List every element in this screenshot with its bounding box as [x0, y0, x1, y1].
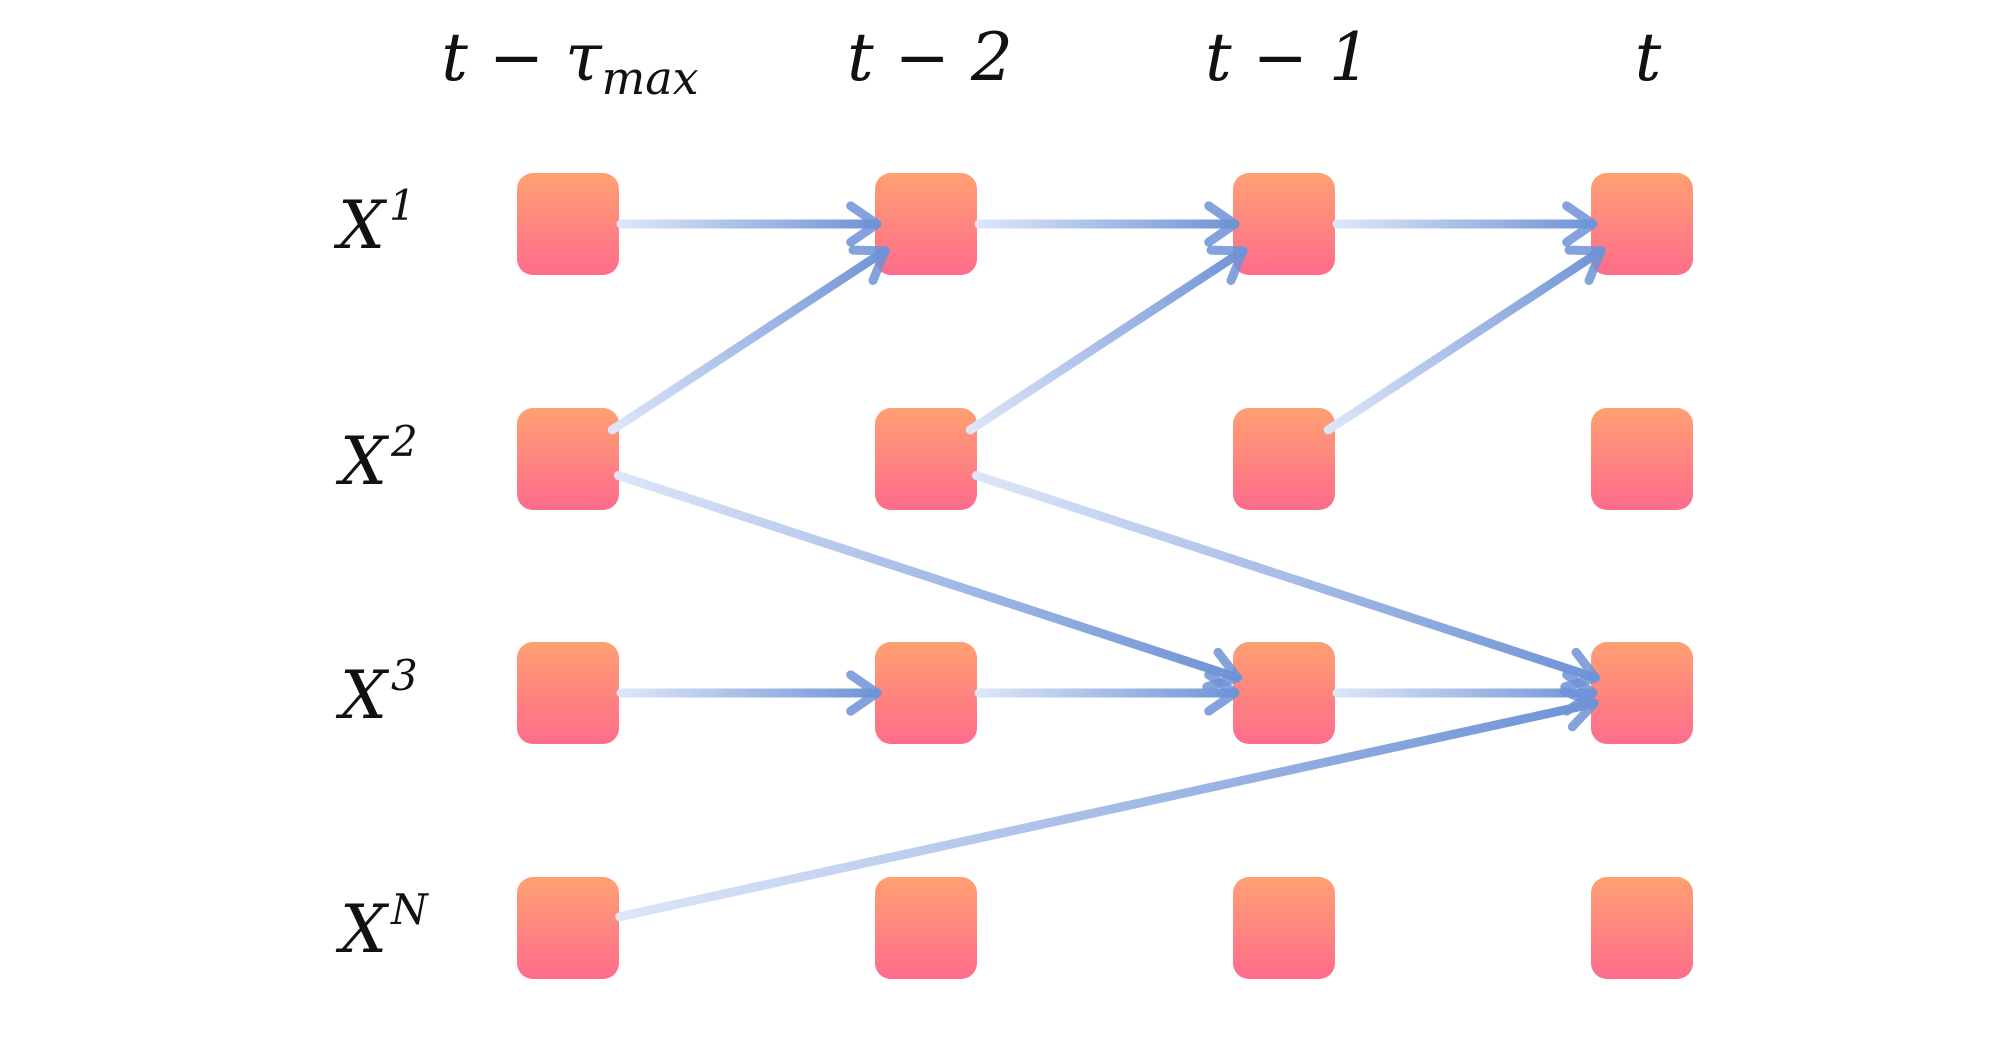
edge-line	[607, 246, 890, 435]
edge-r1c0-to-r0c1	[607, 245, 890, 435]
edge-arrowhead	[846, 201, 882, 247]
row-label-xn: XN	[335, 885, 429, 968]
edge-arrowhead	[1562, 201, 1598, 247]
edge-r2c2-to-r2c3	[1332, 670, 1598, 716]
column-label-t-minus-tau-max: t − τmax	[441, 19, 698, 105]
edge-line	[615, 698, 1599, 922]
node-r1-c2	[1233, 408, 1335, 510]
node-grid	[517, 173, 1693, 979]
node-r2-c0	[517, 642, 619, 744]
node-r1-c1	[875, 408, 977, 510]
edge-r3c0-to-r2c3	[615, 686, 1599, 922]
node-r1-c3	[1591, 408, 1693, 510]
node-r3-c0	[517, 877, 619, 979]
node-r2-c3	[1591, 642, 1693, 744]
edge-r2c0-to-r2c1	[616, 670, 882, 716]
edge-r0c0-to-r0c1	[616, 201, 882, 247]
node-r2-c2	[1233, 642, 1335, 744]
edge-arrowhead	[1564, 245, 1606, 286]
edge-r0c2-to-r0c3	[1332, 201, 1598, 247]
node-r0-c1	[875, 173, 977, 275]
node-r0-c2	[1233, 173, 1335, 275]
node-r3-c1	[875, 877, 977, 979]
edge-arrowhead	[1204, 201, 1240, 247]
edge-r0c1-to-r0c2	[974, 201, 1240, 247]
column-label-t-minus-1: t − 1	[1205, 19, 1371, 96]
node-r3-c2	[1233, 877, 1335, 979]
row-label-x2: X2	[335, 417, 418, 500]
edge-arrowhead	[848, 245, 890, 286]
row-label-x3: X3	[335, 651, 418, 734]
edge-arrowhead	[1560, 686, 1599, 732]
row-labels: X1 X2 X3 XN	[333, 181, 429, 968]
node-r0-c3	[1591, 173, 1693, 275]
edge-set	[607, 201, 1606, 922]
column-label-t: t	[1635, 19, 1662, 96]
node-r1-c0	[517, 408, 619, 510]
edge-line	[965, 246, 1248, 435]
edge-r1c2-to-r0c3	[1323, 245, 1606, 435]
node-r0-c0	[517, 173, 619, 275]
edge-r1c1-to-r0c2	[965, 245, 1248, 435]
edge-r2c1-to-r2c2	[974, 670, 1240, 716]
node-r3-c3	[1591, 877, 1693, 979]
column-labels: t − τmax t − 2 t − 1 t	[441, 19, 1661, 105]
edge-arrowhead	[1206, 245, 1248, 286]
row-label-x1: X1	[333, 181, 416, 264]
edge-line	[1323, 246, 1606, 435]
edge-line	[613, 470, 1242, 683]
node-r2-c1	[875, 642, 977, 744]
edge-arrowhead	[1204, 670, 1240, 716]
edge-line	[971, 470, 1600, 683]
edge-arrowhead	[846, 670, 882, 716]
column-label-t-minus-2: t − 2	[847, 19, 1013, 96]
